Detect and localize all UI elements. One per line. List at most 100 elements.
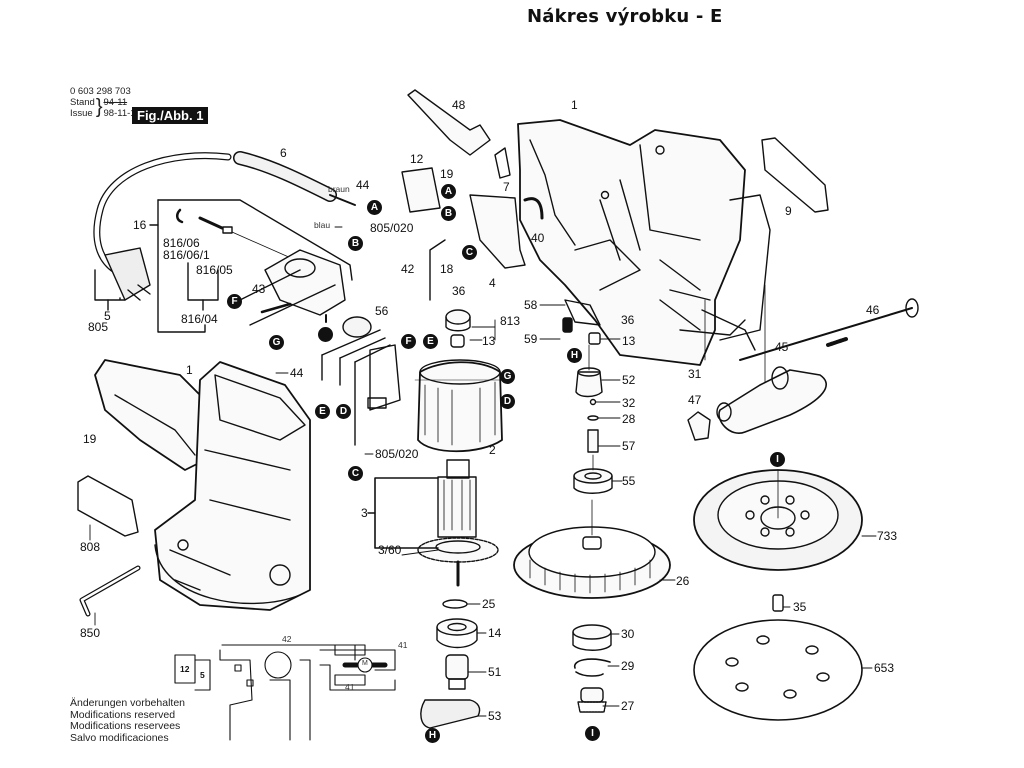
part-label-30: 30 bbox=[621, 627, 635, 641]
motor-field-coil bbox=[414, 309, 506, 453]
part-label-805: 805 bbox=[88, 320, 109, 334]
part-label-44-left: 44 bbox=[290, 366, 304, 380]
connector-ref-d: D bbox=[336, 404, 351, 419]
part-label-51: 51 bbox=[488, 665, 502, 679]
housing-half-right bbox=[517, 119, 771, 386]
part-label-1-left: 1 bbox=[186, 363, 193, 377]
connector-ref-h: H bbox=[425, 728, 440, 743]
part-label-805-020-top: 805/020 bbox=[370, 221, 414, 235]
notes: Änderungen vorbehalten Modifications res… bbox=[70, 697, 185, 744]
note-fr: Modifications reservees bbox=[70, 720, 181, 732]
part-number: 0 603 298 703 bbox=[70, 86, 131, 97]
wire-label-brown: braun bbox=[328, 184, 350, 194]
part-label-56: 56 bbox=[375, 304, 389, 318]
part-label-36-left: 36 bbox=[452, 284, 466, 298]
armature bbox=[367, 459, 499, 587]
connector-ref-h: H bbox=[567, 348, 582, 363]
connector-ref-g: G bbox=[269, 335, 284, 350]
part-label-813: 813 bbox=[500, 314, 521, 328]
part-13-right bbox=[588, 332, 601, 345]
part-label-13-left: 13 bbox=[482, 334, 496, 348]
connector-ref-c: C bbox=[462, 245, 477, 260]
part-label-16: 16 bbox=[133, 218, 147, 232]
part-label-12: 12 bbox=[410, 152, 424, 166]
part-label-6: 6 bbox=[280, 146, 287, 160]
armature-bearings bbox=[420, 599, 481, 729]
power-cord bbox=[93, 151, 356, 311]
brace-icon: } bbox=[95, 96, 103, 118]
note-es: Salvo modificaciones bbox=[70, 731, 169, 744]
part-label-48: 48 bbox=[452, 98, 466, 112]
schematic-label-12: 12 bbox=[180, 664, 190, 674]
part-label-59: 59 bbox=[524, 332, 538, 346]
part-label-18: 18 bbox=[440, 262, 454, 276]
part-label-47: 47 bbox=[688, 393, 702, 407]
part-label-31: 31 bbox=[688, 367, 702, 381]
side-handle bbox=[687, 298, 919, 441]
part-4-switch bbox=[469, 194, 526, 269]
part-label-13-right: 13 bbox=[622, 334, 636, 348]
part-label-35: 35 bbox=[793, 600, 807, 614]
part-label-816-04: 816/04 bbox=[181, 312, 218, 326]
schematic-label-5: 5 bbox=[200, 670, 205, 680]
connector-ref-dot bbox=[318, 327, 333, 342]
part-label-28: 28 bbox=[622, 412, 636, 426]
switch-assembly bbox=[149, 199, 353, 333]
stand-value: 94-11 bbox=[103, 97, 128, 108]
note-en: Modifications reserved bbox=[70, 708, 176, 721]
connector-ref-b: B bbox=[441, 206, 456, 221]
connector-ref-e: E bbox=[315, 404, 330, 419]
stand-label: Stand bbox=[70, 97, 95, 108]
connector-ref-f: F bbox=[227, 294, 242, 309]
part-label-816-06: 816/06 bbox=[163, 236, 200, 250]
connector-ref-c: C bbox=[348, 466, 363, 481]
part-label-45: 45 bbox=[775, 340, 789, 354]
part-label-55: 55 bbox=[622, 474, 636, 488]
backing-pad bbox=[693, 469, 863, 721]
part-label-808: 808 bbox=[80, 540, 101, 554]
part-42-wire bbox=[429, 239, 446, 301]
schematic-label-41b: 41 bbox=[345, 682, 355, 692]
part-label-19-top: 19 bbox=[440, 167, 454, 181]
part-label-2: 2 bbox=[489, 443, 496, 457]
part-label-3: 3 bbox=[361, 506, 368, 520]
part-label-40: 40 bbox=[531, 231, 545, 245]
connector-ref-e: E bbox=[423, 334, 438, 349]
part-label-57: 57 bbox=[622, 439, 636, 453]
part-9-plate bbox=[761, 137, 829, 213]
document-info: 0 603 298 703 Stand Issue } 94-11 98-11-… bbox=[70, 86, 141, 119]
part-label-43: 43 bbox=[252, 282, 266, 296]
part-label-27: 27 bbox=[621, 699, 635, 713]
part-850-hex-key bbox=[79, 565, 141, 617]
part-label-25: 25 bbox=[482, 597, 496, 611]
connector-ref-d: D bbox=[500, 394, 515, 409]
part-48 bbox=[407, 89, 491, 156]
part-label-58: 58 bbox=[524, 298, 538, 312]
part-7 bbox=[494, 147, 511, 179]
part-label-733: 733 bbox=[877, 529, 898, 543]
issue-value: 98-11-12 bbox=[103, 108, 141, 119]
part-label-653: 653 bbox=[874, 661, 895, 675]
part-label-32: 32 bbox=[622, 396, 636, 410]
page-title: Nákres výrobku - E bbox=[527, 6, 723, 27]
part-label-5: 5 bbox=[104, 309, 111, 323]
part-59 bbox=[562, 317, 573, 333]
part-label-42: 42 bbox=[401, 262, 415, 276]
connector-ref-f: F bbox=[401, 334, 416, 349]
part-label-816-05: 816/05 bbox=[196, 263, 233, 277]
part-label-26: 26 bbox=[676, 574, 690, 588]
eccentric-stack bbox=[513, 344, 671, 713]
part-label-44-top: 44 bbox=[356, 178, 370, 192]
part-label-52: 52 bbox=[622, 373, 636, 387]
part-label-29: 29 bbox=[621, 659, 635, 673]
part-label-816-06-1: 816/06/1 bbox=[163, 248, 210, 262]
wiring-schematic bbox=[174, 644, 396, 741]
issue-label: Issue bbox=[70, 108, 93, 119]
part-label-46: 46 bbox=[866, 303, 880, 317]
housing-half-left bbox=[94, 359, 311, 611]
part-label-1-top: 1 bbox=[571, 98, 578, 112]
part-12 bbox=[401, 167, 441, 213]
connector-ref-i: I bbox=[585, 726, 600, 741]
part-label-36-right: 36 bbox=[621, 313, 635, 327]
